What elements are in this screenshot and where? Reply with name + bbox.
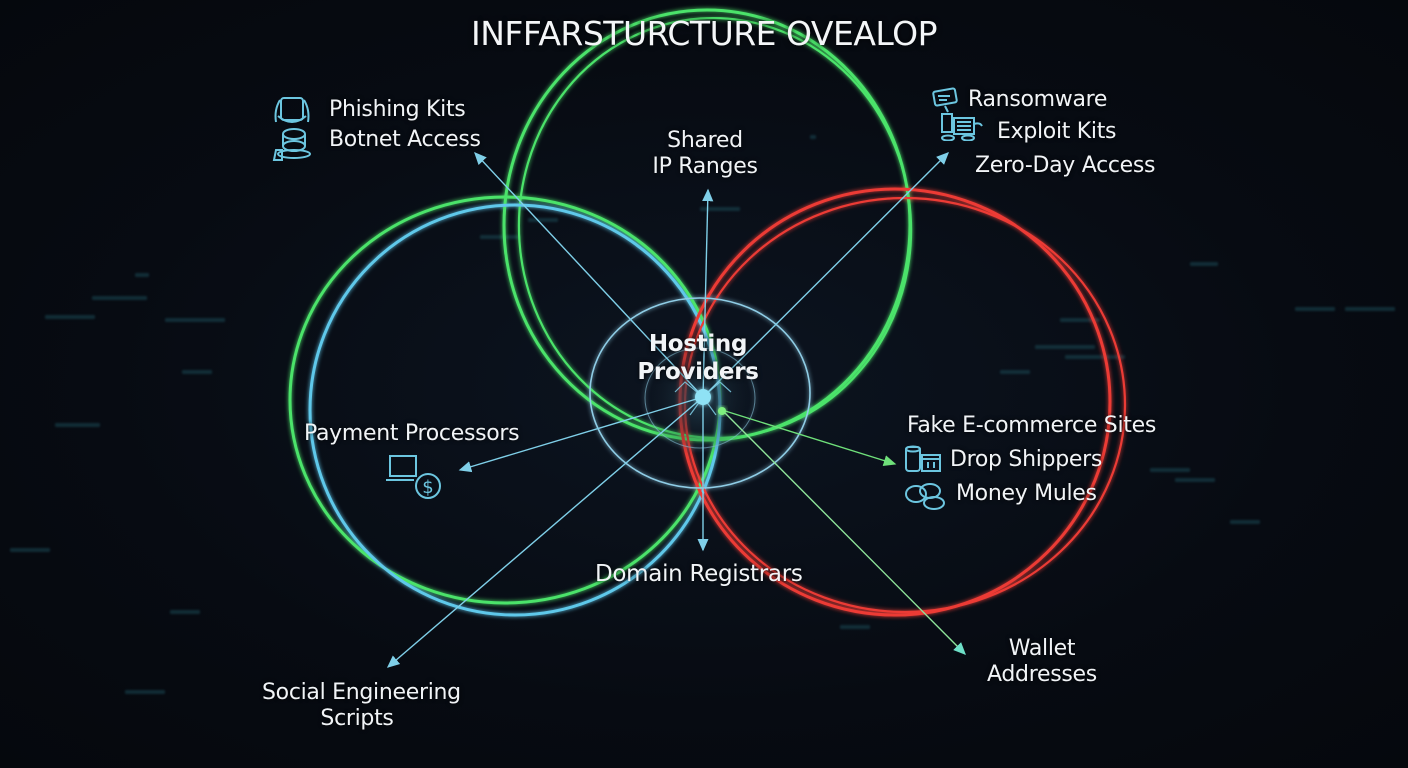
node-wallet-addresses: Wallet Addresses bbox=[982, 636, 1102, 688]
hub-label: Providers bbox=[637, 359, 759, 385]
node-label: Shared bbox=[667, 128, 743, 153]
hub-ring bbox=[589, 297, 811, 489]
node-label-fake-ecommerce-sites: Fake E-commerce Sites bbox=[907, 413, 1156, 438]
diagram-title: INFFARSTURCTURE OVEALOP bbox=[470, 14, 938, 53]
node-label: Social Engineering bbox=[262, 680, 461, 705]
node-label-ransomware: Ransomware bbox=[968, 87, 1108, 112]
node-label-zero-day-access: Zero-Day Access bbox=[975, 153, 1156, 178]
node-label-phishing-kits: Phishing Kits bbox=[329, 97, 466, 122]
node-label-botnet-access: Botnet Access bbox=[329, 127, 481, 152]
node-label: Wallet bbox=[1008, 636, 1076, 661]
hub-node bbox=[695, 389, 711, 405]
laptop-dollar-icon: $ bbox=[386, 455, 441, 499]
ransomware-cart-icon bbox=[932, 87, 983, 141]
node-label-drop-shippers: Drop Shippers bbox=[950, 447, 1103, 472]
node-label: Scripts bbox=[320, 706, 394, 731]
node-criminal-tools: Phishing Kits Botnet Access bbox=[329, 97, 481, 153]
node-social-engineering-scripts: Social Engineering Scripts bbox=[262, 680, 461, 732]
node-label: Addresses bbox=[987, 662, 1097, 687]
node-shared-ip-ranges: Shared IP Ranges bbox=[640, 128, 770, 180]
node-label-money-mules: Money Mules bbox=[956, 481, 1097, 506]
coins-icon bbox=[905, 483, 945, 510]
store-box-icon bbox=[905, 445, 941, 472]
node-label-payment-processors: Payment Processors bbox=[304, 421, 520, 446]
svg-text:$: $ bbox=[422, 477, 433, 498]
hub-hosting-providers: Hosting Providers bbox=[620, 330, 776, 386]
node-label: IP Ranges bbox=[652, 154, 758, 179]
node-label-exploit-kits: Exploit Kits bbox=[997, 119, 1117, 144]
headset-stack-icon bbox=[272, 97, 311, 161]
hub-label: Hosting bbox=[648, 331, 748, 357]
node-label-domain-registrars: Domain Registrars bbox=[595, 561, 803, 587]
